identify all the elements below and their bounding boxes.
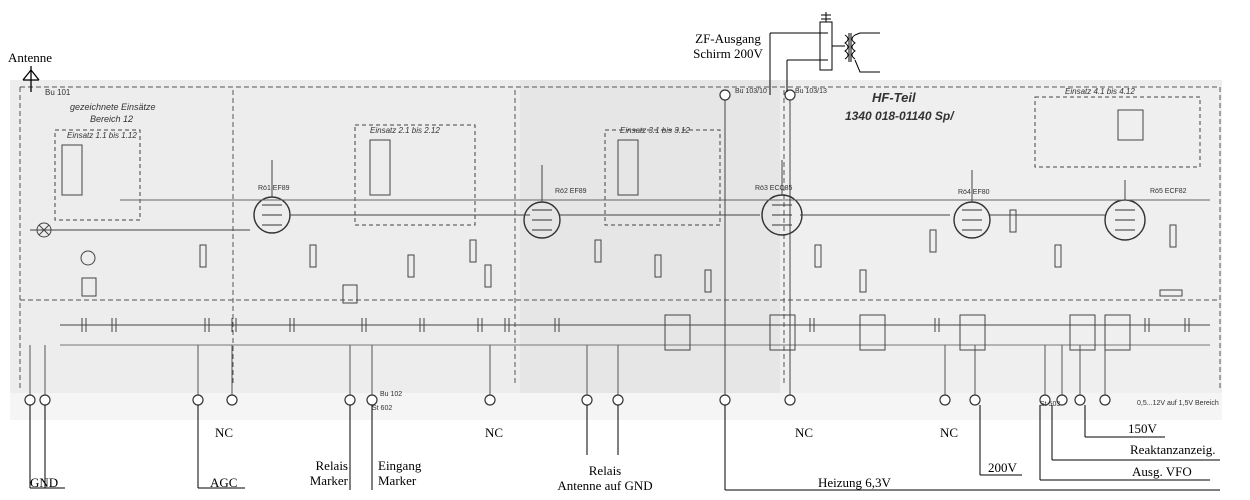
einsatz-note-line2: Bereich 12 — [90, 114, 133, 124]
bu10313-label: Bu 103/13 — [795, 88, 827, 95]
schematic-title: HF-Teil — [872, 90, 916, 105]
zf-transformer-icon — [769, 12, 880, 95]
antenne-label: Antenne — [8, 50, 53, 65]
einsatz-4-label: Einsatz 4.1 bis 4.12 — [1065, 87, 1135, 96]
st602-label: St 602 — [372, 405, 392, 412]
tube-rd4-label: Rö4 EF80 — [958, 189, 990, 196]
antenna-icon — [22, 66, 40, 92]
einsatz-2-label: Einsatz 2.1 bis 2.12 — [370, 126, 440, 135]
relais-marker-line2: Marker — [309, 472, 348, 488]
einsatz-note-line1: gezeichnete Einsätze — [70, 102, 156, 112]
tube-rd2-label: Rö2 EF89 — [555, 188, 587, 195]
relais-antenne-line1: Relais — [588, 463, 622, 478]
range-note: 0,5...12V auf 1,5V Bereich — [1137, 400, 1219, 407]
eingang-marker-line2: Marker — [378, 472, 417, 488]
bu10310-label: Bu 103/10 — [735, 88, 767, 95]
zf-ausgang-line1: ZF-Ausgang — [695, 31, 761, 46]
einsatz-4-box — [1034, 96, 1201, 168]
bu101-label: Bu 101 — [45, 88, 71, 97]
agc-label: AGC — [210, 475, 238, 490]
v150-label: 150V — [1128, 421, 1157, 436]
gnd-label: GND — [30, 475, 59, 490]
nc-label-4: NC — [940, 425, 959, 440]
tube-rd1-label: Rö1 EF89 — [258, 185, 290, 192]
bu102-label: Bu 102 — [380, 391, 402, 398]
reaktanzanzeig-label: Reaktanzanzeig. — [1130, 442, 1216, 457]
eingang-marker-line1: Eingang — [378, 458, 422, 473]
relais-antenne-line2: Antenne auf GND — [557, 477, 653, 493]
relais-antenne-label: Relais Antenne auf GND — [545, 463, 665, 494]
nc-label-1: NC — [215, 425, 234, 440]
st503-label: St 503 — [1040, 401, 1060, 408]
einsatz-1-box — [54, 129, 141, 221]
annotation-lines — [29, 405, 1220, 491]
einsatz-3-label: Einsatz 3.1 bis 3.12 — [620, 126, 690, 135]
relais-marker-label: Relais Marker — [302, 458, 349, 489]
tube-rd3-label: Rö3 ECC85 — [755, 185, 792, 192]
einsatz-2-box — [354, 124, 476, 226]
heizung-label: Heizung 6,3V — [818, 475, 891, 490]
schematic-part-number: 1340 018-01140 Sp/ — [845, 109, 955, 123]
zf-ausgang-line2: Schirm 200V — [693, 45, 763, 61]
v200-label: 200V — [988, 460, 1017, 475]
tube-rd5-label: Rö5 ECF82 — [1150, 188, 1187, 195]
einsatz-3-box — [604, 129, 721, 226]
zf-ausgang-label: ZF-Ausgang Schirm 200V — [683, 31, 773, 62]
relais-marker-line1: Relais — [315, 458, 349, 473]
eingang-marker-label: Eingang Marker — [378, 458, 422, 489]
nc-label-2: NC — [485, 425, 504, 440]
einsatz-1-label: Einsatz 1.1 bis 1.12 — [67, 131, 137, 140]
ausg-vfo-label: Ausg. VFO — [1132, 464, 1192, 479]
nc-label-3: NC — [795, 425, 814, 440]
